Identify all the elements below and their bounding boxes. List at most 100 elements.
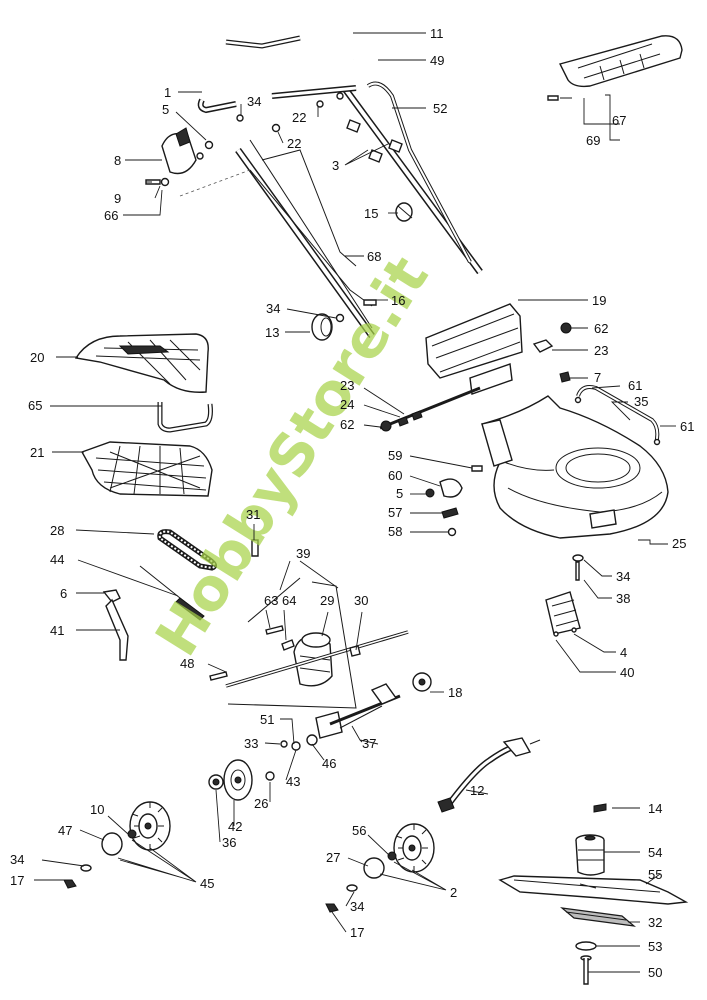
callout-3: 3 (332, 158, 339, 173)
callout-40: 40 (620, 665, 634, 680)
callout-16: 16 (391, 293, 405, 308)
callout-28: 28 (50, 523, 64, 538)
catcher-top-20 (74, 333, 209, 393)
screw-38 (575, 561, 580, 581)
callout-61-top: 61 (628, 378, 642, 393)
cap-62-right (560, 322, 572, 334)
callout-2: 2 (450, 885, 457, 900)
upper-handle (197, 25, 359, 114)
callout-22-lower: 22 (287, 136, 301, 151)
callout-59: 59 (388, 448, 402, 463)
cable-clips-3 (346, 119, 403, 163)
callout-36: 36 (222, 835, 236, 850)
callout-62-right: 62 (594, 321, 608, 336)
callout-1: 1 (164, 85, 171, 100)
front-wheel-2 (325, 823, 435, 913)
bolt-16 (363, 299, 377, 306)
drive-cable-44 (139, 565, 205, 621)
callout-63: 63 (264, 593, 278, 608)
callout-52: 52 (433, 101, 447, 116)
callout-7: 7 (594, 370, 601, 385)
callout-8: 8 (114, 153, 121, 168)
callout-62-left: 62 (340, 417, 354, 432)
drive-wheel-hub-42 (223, 759, 253, 801)
callout-54: 54 (648, 845, 662, 860)
blade-support-32 (560, 907, 636, 927)
callout-41: 41 (50, 623, 64, 638)
bolt-31 (251, 539, 259, 557)
small-hardware-top (145, 92, 344, 197)
callout-6: 6 (60, 586, 67, 601)
callout-34-front: 34 (350, 899, 364, 914)
callout-53: 53 (648, 939, 662, 954)
axle-small-parts (265, 734, 318, 781)
callout-5-top: 5 (162, 102, 169, 117)
callout-32: 32 (648, 915, 662, 930)
callout-30: 30 (354, 593, 368, 608)
blade-adapter-54 (575, 834, 605, 876)
callout-19: 19 (592, 293, 606, 308)
handle-knob-13 (311, 313, 333, 341)
leader-lines (34, 32, 676, 973)
callout-34-top: 34 (247, 94, 261, 109)
callout-10: 10 (90, 802, 104, 817)
callout-15: 15 (364, 206, 378, 221)
callout-31: 31 (246, 507, 260, 522)
callout-56: 56 (352, 823, 366, 838)
callout-43: 43 (286, 774, 300, 789)
cap-62-left (380, 420, 392, 432)
drive-belt-28 (157, 529, 218, 571)
catcher-frame-65 (157, 402, 213, 433)
rear-guard-35 (574, 385, 661, 446)
callout-23-right: 23 (594, 343, 608, 358)
lower-handle-left (235, 139, 375, 339)
callout-34-deck: 34 (616, 569, 630, 584)
callout-5-deck: 5 (396, 486, 403, 501)
washer-53 (575, 941, 597, 951)
callout-33: 33 (244, 736, 258, 751)
callout-34-handle: 34 (266, 301, 280, 316)
callout-11: 11 (430, 26, 444, 41)
clip-7 (559, 371, 571, 383)
callout-21: 21 (30, 445, 44, 460)
callout-69: 69 (586, 133, 600, 148)
height-axle-37 (315, 683, 401, 739)
callout-labels: 11 49 1 5 34 22 52 22 8 3 9 66 15 68 16 … (10, 26, 694, 980)
key-14 (593, 803, 607, 813)
callout-55: 55 (648, 867, 662, 882)
wheel-36-gear (208, 774, 224, 790)
callout-57: 57 (388, 505, 402, 520)
callout-37: 37 (362, 736, 376, 751)
callout-12: 12 (470, 783, 484, 798)
hinge-rod-24 (379, 386, 481, 430)
rear-wheel-left-45 (63, 801, 171, 889)
callout-50: 50 (648, 965, 662, 980)
callout-14: 14 (648, 801, 662, 816)
callout-60: 60 (388, 468, 402, 483)
catcher-bag-21 (80, 441, 213, 497)
lever-arm-41 (102, 589, 129, 661)
callout-46: 46 (322, 756, 336, 771)
height-lever-12 (437, 737, 541, 813)
callout-67: 67 (612, 113, 626, 128)
callout-23-left: 23 (340, 378, 354, 393)
control-cable-68 (249, 149, 373, 307)
blade-55 (498, 875, 689, 905)
callout-47: 47 (58, 823, 72, 838)
callout-13: 13 (265, 325, 279, 340)
washer-34-handle (335, 313, 345, 323)
callout-22-top: 22 (292, 110, 306, 125)
gearbox-pins (209, 625, 361, 681)
gear-18 (412, 672, 432, 692)
callout-42: 42 (228, 819, 242, 834)
callout-27: 27 (326, 850, 340, 865)
deflector-4 (545, 591, 581, 637)
callout-4: 4 (620, 645, 627, 660)
callout-61-right: 61 (680, 419, 694, 434)
callout-29: 29 (320, 593, 334, 608)
drive-axle-39 (225, 577, 409, 709)
grip-cover-67 (558, 35, 683, 88)
mower-deck-25 (480, 395, 669, 539)
callout-38: 38 (616, 591, 630, 606)
